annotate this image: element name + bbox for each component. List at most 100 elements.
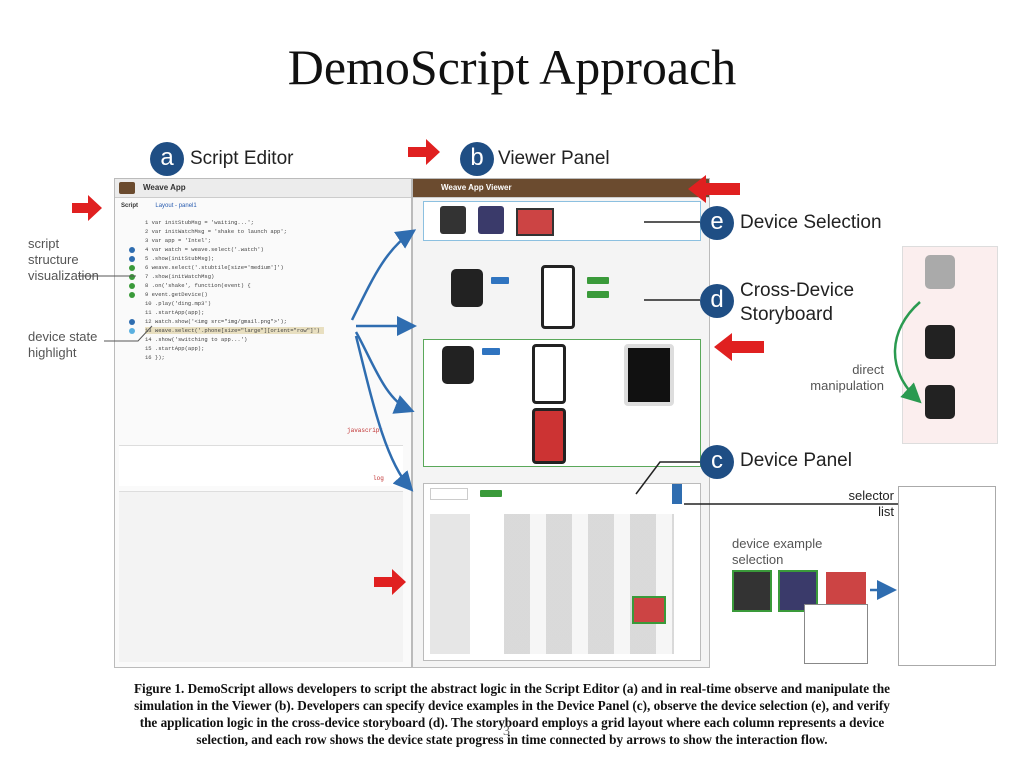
- state-chip: [587, 291, 609, 298]
- phone-device[interactable]: [478, 206, 504, 234]
- red-arrow-icon: [72, 195, 102, 221]
- slide-title: DemoScript Approach: [287, 39, 737, 95]
- laptop-example: [826, 572, 866, 606]
- red-arrow-icon: [374, 569, 406, 595]
- device-list[interactable]: [430, 514, 470, 654]
- state-chip: [482, 348, 500, 355]
- label-e-text: Device Selection: [740, 212, 882, 233]
- code-line: 6 weave.select('.stubtile[size='medium']…: [145, 264, 284, 271]
- callout-line: [104, 325, 153, 342]
- code-line: 14 .show('switching to app...'): [145, 336, 248, 343]
- tab-script[interactable]: Script: [121, 203, 139, 209]
- state-chip: [491, 277, 509, 284]
- phone-device[interactable]: [532, 344, 566, 404]
- label-c-badge: c: [700, 445, 734, 479]
- structure-dot: [129, 292, 135, 298]
- highlighted-code-line: 13 weave.select('.phone[size="large"][or…: [145, 327, 324, 334]
- viewer-title: Weave App Viewer: [441, 183, 512, 192]
- direct-manipulation-note: direct manipulation: [810, 362, 884, 393]
- flow-arrow: [354, 331, 415, 414]
- direct-manipulation-inset: [902, 246, 998, 444]
- structure-dot: [129, 328, 135, 334]
- code-line: 10 .play('ding.mp3'): [145, 300, 212, 307]
- viewer-titlebar: Weave App Viewer: [413, 179, 709, 198]
- script-editor-titlebar: Weave App: [115, 179, 411, 198]
- figure-caption: Figure 1. DemoScript allows developers t…: [133, 681, 891, 747]
- manipulation-arrow: [893, 301, 922, 404]
- device-example-note: device example selection: [732, 536, 823, 567]
- device-state-note: device state highlight: [28, 329, 98, 360]
- label-a-badge: a: [150, 142, 184, 176]
- tablet-device[interactable]: [440, 206, 466, 234]
- flow-arrow: [354, 335, 414, 492]
- watch-device-ghost: [925, 255, 955, 289]
- selected-device-example[interactable]: [632, 596, 666, 624]
- state-chip: [587, 277, 609, 284]
- red-arrow-icon: [714, 333, 764, 361]
- structure-dot: [129, 247, 135, 253]
- code-line: 9 event.getDevice(): [145, 291, 208, 298]
- tablet-device[interactable]: [624, 344, 674, 406]
- code-line: 1 var initStubMsg = 'waiting...';: [145, 219, 254, 226]
- log-area: [119, 445, 403, 486]
- laptop-device[interactable]: [516, 208, 554, 236]
- code-line: 16 });: [145, 354, 165, 361]
- page-number: 3: [503, 724, 510, 739]
- watch-device: [925, 385, 955, 419]
- script-editor-title: Weave App: [143, 183, 186, 192]
- device-example-inset: [726, 566, 876, 664]
- code-line: 5 .show(initStubMsg);: [145, 255, 215, 262]
- label-b-text: Viewer Panel: [498, 148, 610, 169]
- viewer-window: Weave App Viewer: [412, 178, 710, 668]
- red-arrow-icon: [408, 139, 440, 165]
- label-d-text-1: Cross-Device: [740, 280, 855, 301]
- tab-layout[interactable]: Layout - panel1: [155, 203, 197, 209]
- selector-blue-button[interactable]: [672, 484, 682, 504]
- device-popup-list: [804, 604, 868, 664]
- editor-tabs: Script Layout - panel1: [121, 203, 197, 209]
- code-line: 8 .on('shake', function(event) {: [145, 282, 251, 289]
- code-line: 7 .show(initWatchMsg): [145, 273, 215, 280]
- code-line: 3 var app = 'Intel';: [145, 237, 212, 244]
- code-line: 12 watch.show('<img src="img/gmail.png">…: [145, 318, 287, 325]
- storyboard-row-1: [423, 247, 699, 337]
- label-b-badge: b: [460, 142, 494, 176]
- log-tag: log: [373, 475, 384, 482]
- structure-dot: [129, 274, 135, 280]
- label-c-text: Device Panel: [740, 450, 852, 471]
- storyboard-row-2: [423, 339, 701, 467]
- script-structure-note: script structure visualization: [28, 236, 99, 283]
- device-panel: [423, 483, 701, 661]
- phone-device-red[interactable]: [532, 408, 566, 464]
- structure-dot: [129, 256, 135, 262]
- code-line: 2 var initWatchMsg = 'shake to launch ap…: [145, 228, 287, 235]
- structure-dot: [129, 283, 135, 289]
- selector-input[interactable]: [430, 488, 468, 500]
- label-a-text: Script Editor: [190, 148, 294, 169]
- code-line: 11 .startApp(app);: [145, 309, 205, 316]
- selector-chip: [480, 490, 502, 497]
- app-icon: [119, 182, 135, 194]
- red-arrow-icon: [688, 175, 740, 203]
- flow-arrow: [350, 229, 417, 321]
- watch-device: [925, 325, 955, 359]
- script-editor-window: Weave App Script Layout - panel1 1 var i…: [114, 178, 412, 668]
- javascript-tag: javascript: [347, 427, 384, 434]
- label-e-badge: e: [700, 206, 734, 240]
- label-d-text-2: Storyboard: [740, 304, 833, 325]
- code-area[interactable]: 1 var initStubMsg = 'waiting...'; 2 var …: [119, 215, 403, 435]
- callout-line: [635, 461, 700, 495]
- device-grid[interactable]: [504, 514, 674, 654]
- structure-dot: [129, 265, 135, 271]
- code-line: 15 .startApp(app);: [145, 345, 205, 352]
- code-line: 4 var watch = weave.select('.watch'): [145, 246, 264, 253]
- label-d-badge: d: [700, 284, 734, 318]
- selector-list-box: [898, 486, 996, 666]
- watch-device[interactable]: [442, 346, 474, 384]
- phone-device[interactable]: [541, 265, 575, 329]
- watch-device[interactable]: [451, 269, 483, 307]
- structure-dot: [129, 319, 135, 325]
- selector-list-note: selector list: [848, 488, 894, 519]
